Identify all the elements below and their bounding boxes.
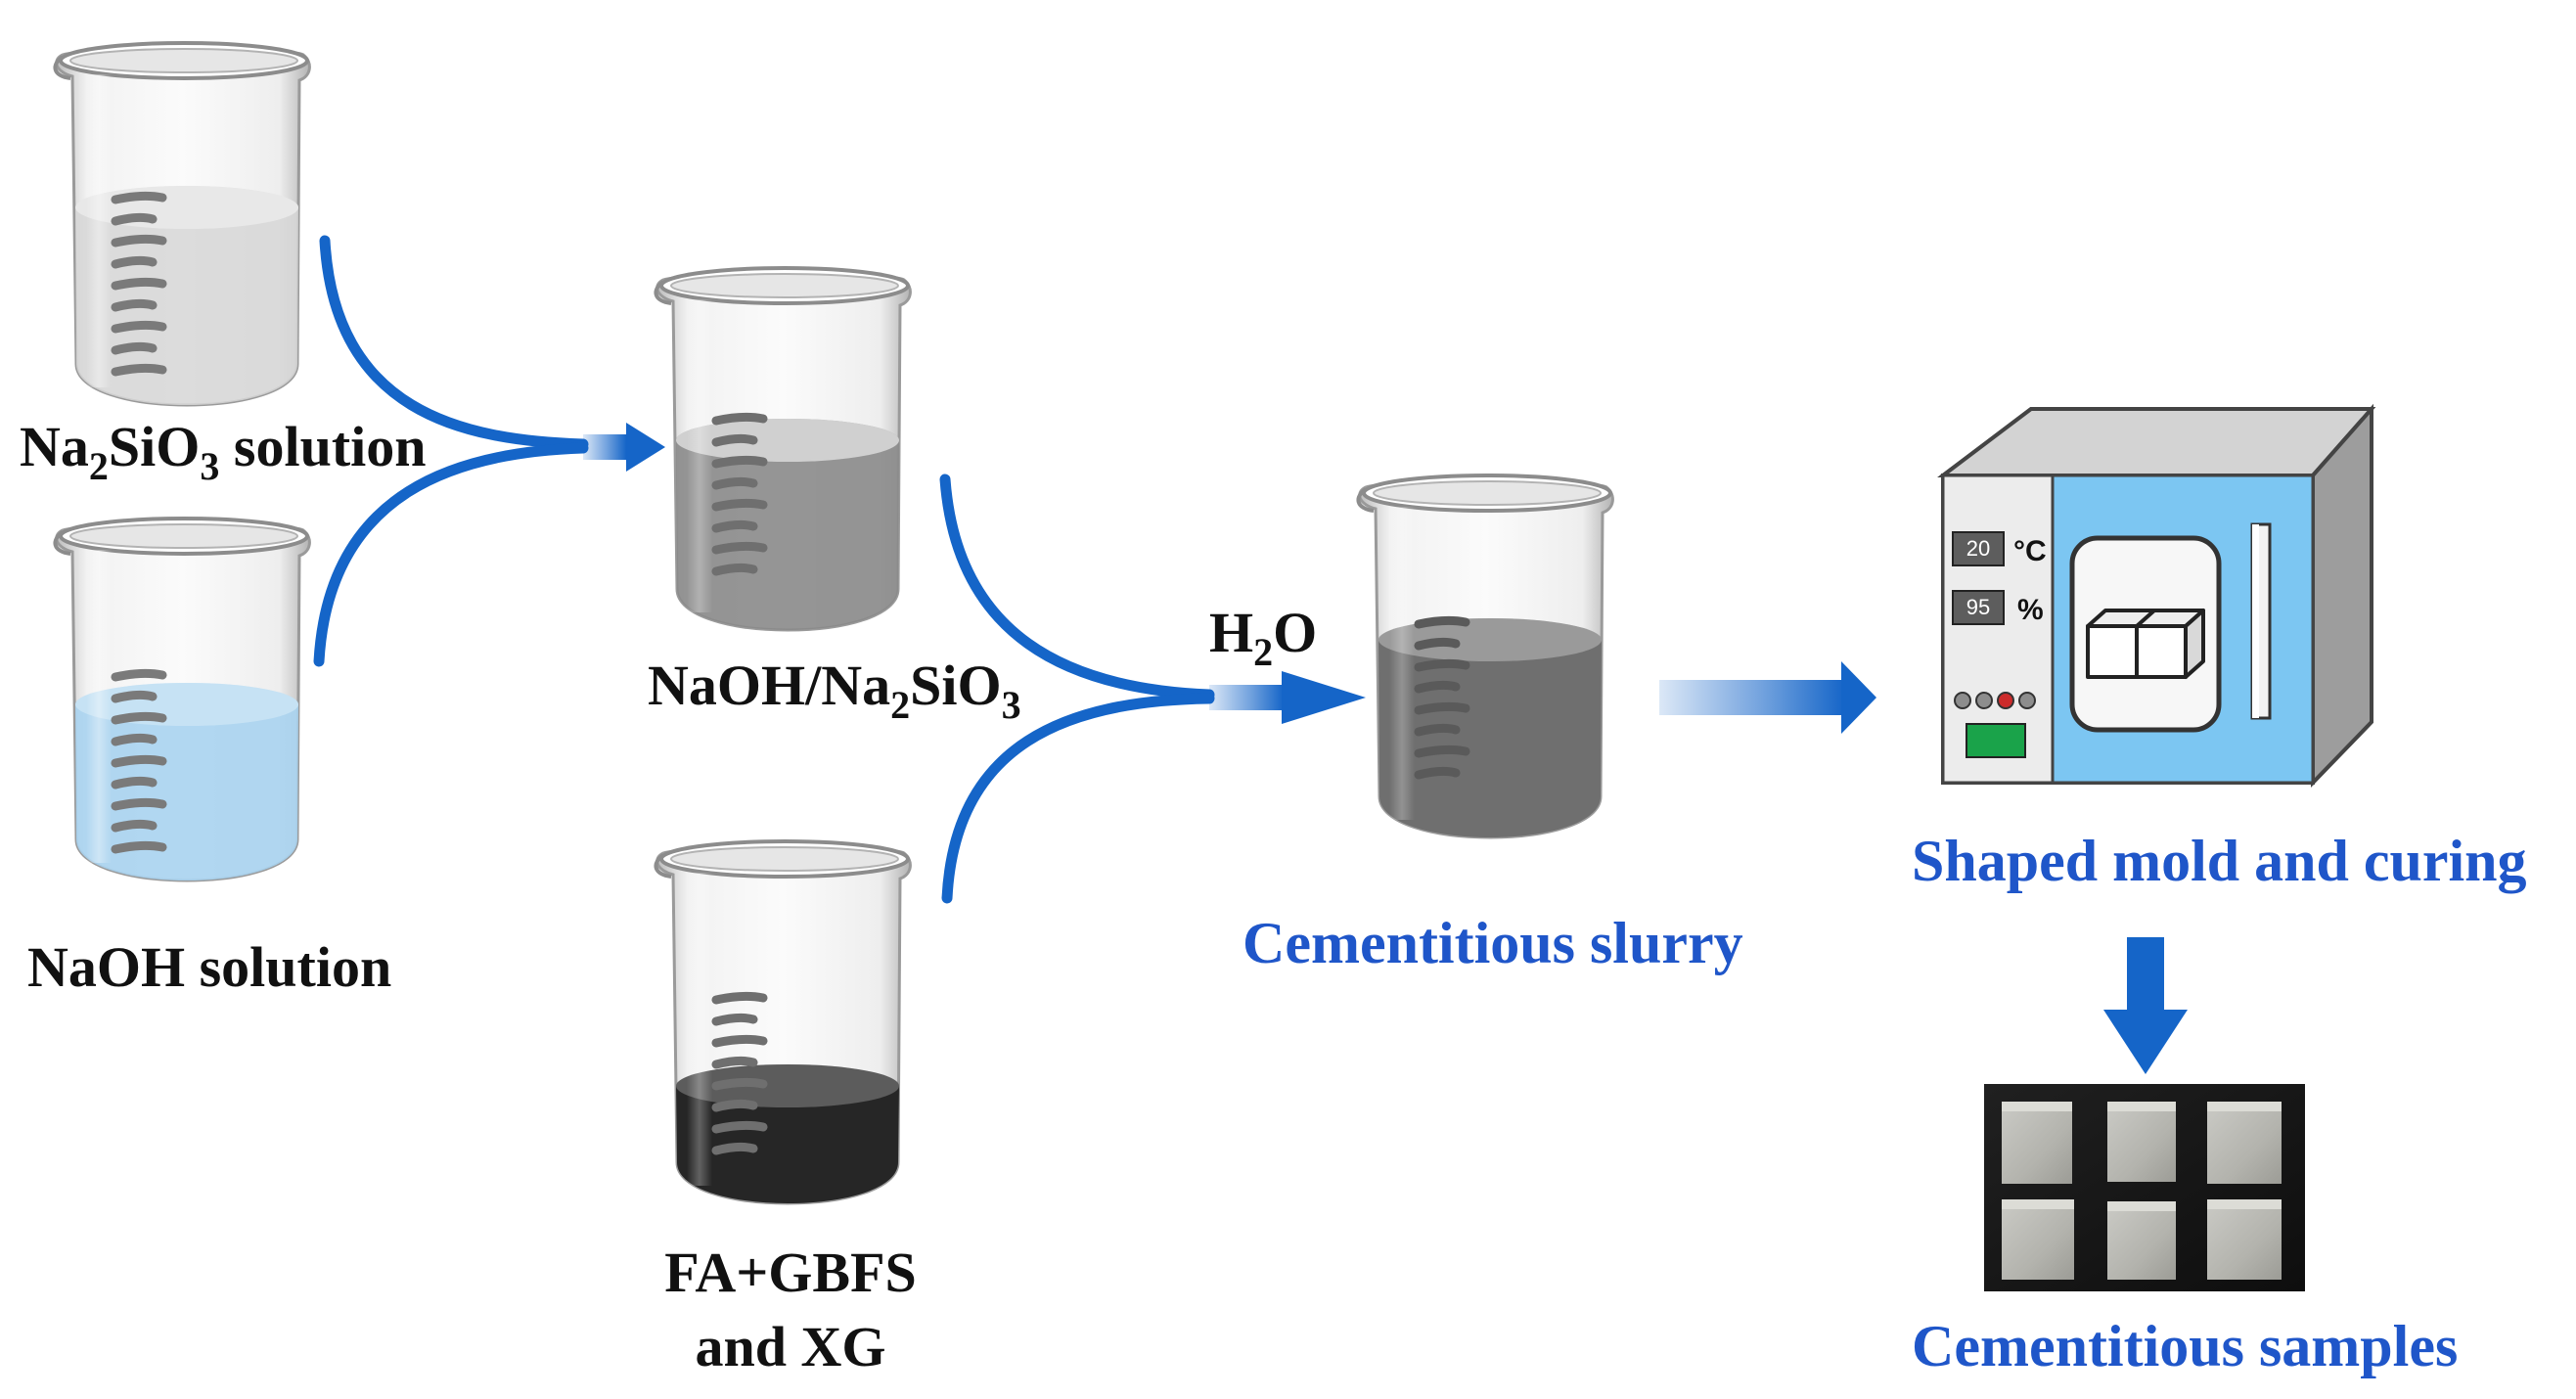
control-knobs — [1954, 692, 2036, 709]
label-naoh-na2sio3: NaOH/Na2SiO3 — [648, 654, 1021, 727]
temperature-display: 20 °C — [1952, 531, 2047, 567]
label-and-xg: and XG — [695, 1315, 885, 1378]
graduation-marks — [111, 191, 167, 377]
graduation-marks — [1414, 615, 1470, 780]
label-naoh-solution: NaOH solution — [27, 935, 391, 999]
sample-cube — [2002, 1102, 2072, 1184]
arrow-to-mixed-solution — [583, 423, 665, 472]
connector-naoh — [313, 442, 589, 667]
graduation-marks — [111, 668, 167, 854]
arrow-to-slurry — [1209, 671, 1366, 724]
beaker-cementitious-slurry — [1356, 474, 1615, 839]
beaker-naoh — [53, 517, 312, 882]
connector-mixed-solution — [939, 474, 1215, 700]
humidity-value: 95 — [1966, 595, 1990, 619]
label-fa-gbfs: FA+GBFS — [664, 1241, 917, 1304]
sample-cube — [2107, 1201, 2176, 1280]
temperature-value: 20 — [1966, 536, 1990, 561]
label-na2sio3-solution: Na2SiO3 solution — [20, 415, 427, 488]
label-cementitious-samples: Cementitious samples — [1912, 1314, 2458, 1378]
label-cementitious-slurry: Cementitious slurry — [1243, 911, 1743, 975]
sample-cube — [2107, 1102, 2176, 1182]
beaker-fa-gbfs-xg — [654, 839, 913, 1205]
humidity-unit: % — [2017, 594, 2044, 626]
connector-fa-gbfs-xg — [941, 693, 1215, 904]
cube-mold-icon — [2086, 609, 2205, 679]
arrow-to-samples — [2103, 937, 2188, 1074]
curing-chamber-icon: 20 °C 95 % — [1937, 403, 2376, 788]
connector-lines — [313, 235, 1215, 904]
arrow-to-curing — [1659, 661, 1876, 734]
label-shaped-mold-curing: Shaped mold and curing — [1912, 829, 2527, 893]
sample-cubes-photo — [1984, 1084, 2305, 1291]
graduation-marks — [711, 991, 768, 1155]
temperature-unit: °C — [2013, 535, 2047, 567]
sample-cube — [2002, 1199, 2074, 1280]
label-h2o: H2O — [1209, 601, 1317, 674]
graduation-marks — [711, 412, 768, 576]
sample-cube — [2207, 1102, 2282, 1184]
humidity-display: 95 % — [1952, 590, 2044, 626]
connector-na2sio3 — [319, 235, 589, 450]
sample-cube — [2207, 1199, 2282, 1280]
beaker-na2sio3 — [53, 41, 312, 407]
status-indicator — [1966, 723, 2026, 758]
beaker-naoh-na2sio3 — [654, 266, 913, 632]
